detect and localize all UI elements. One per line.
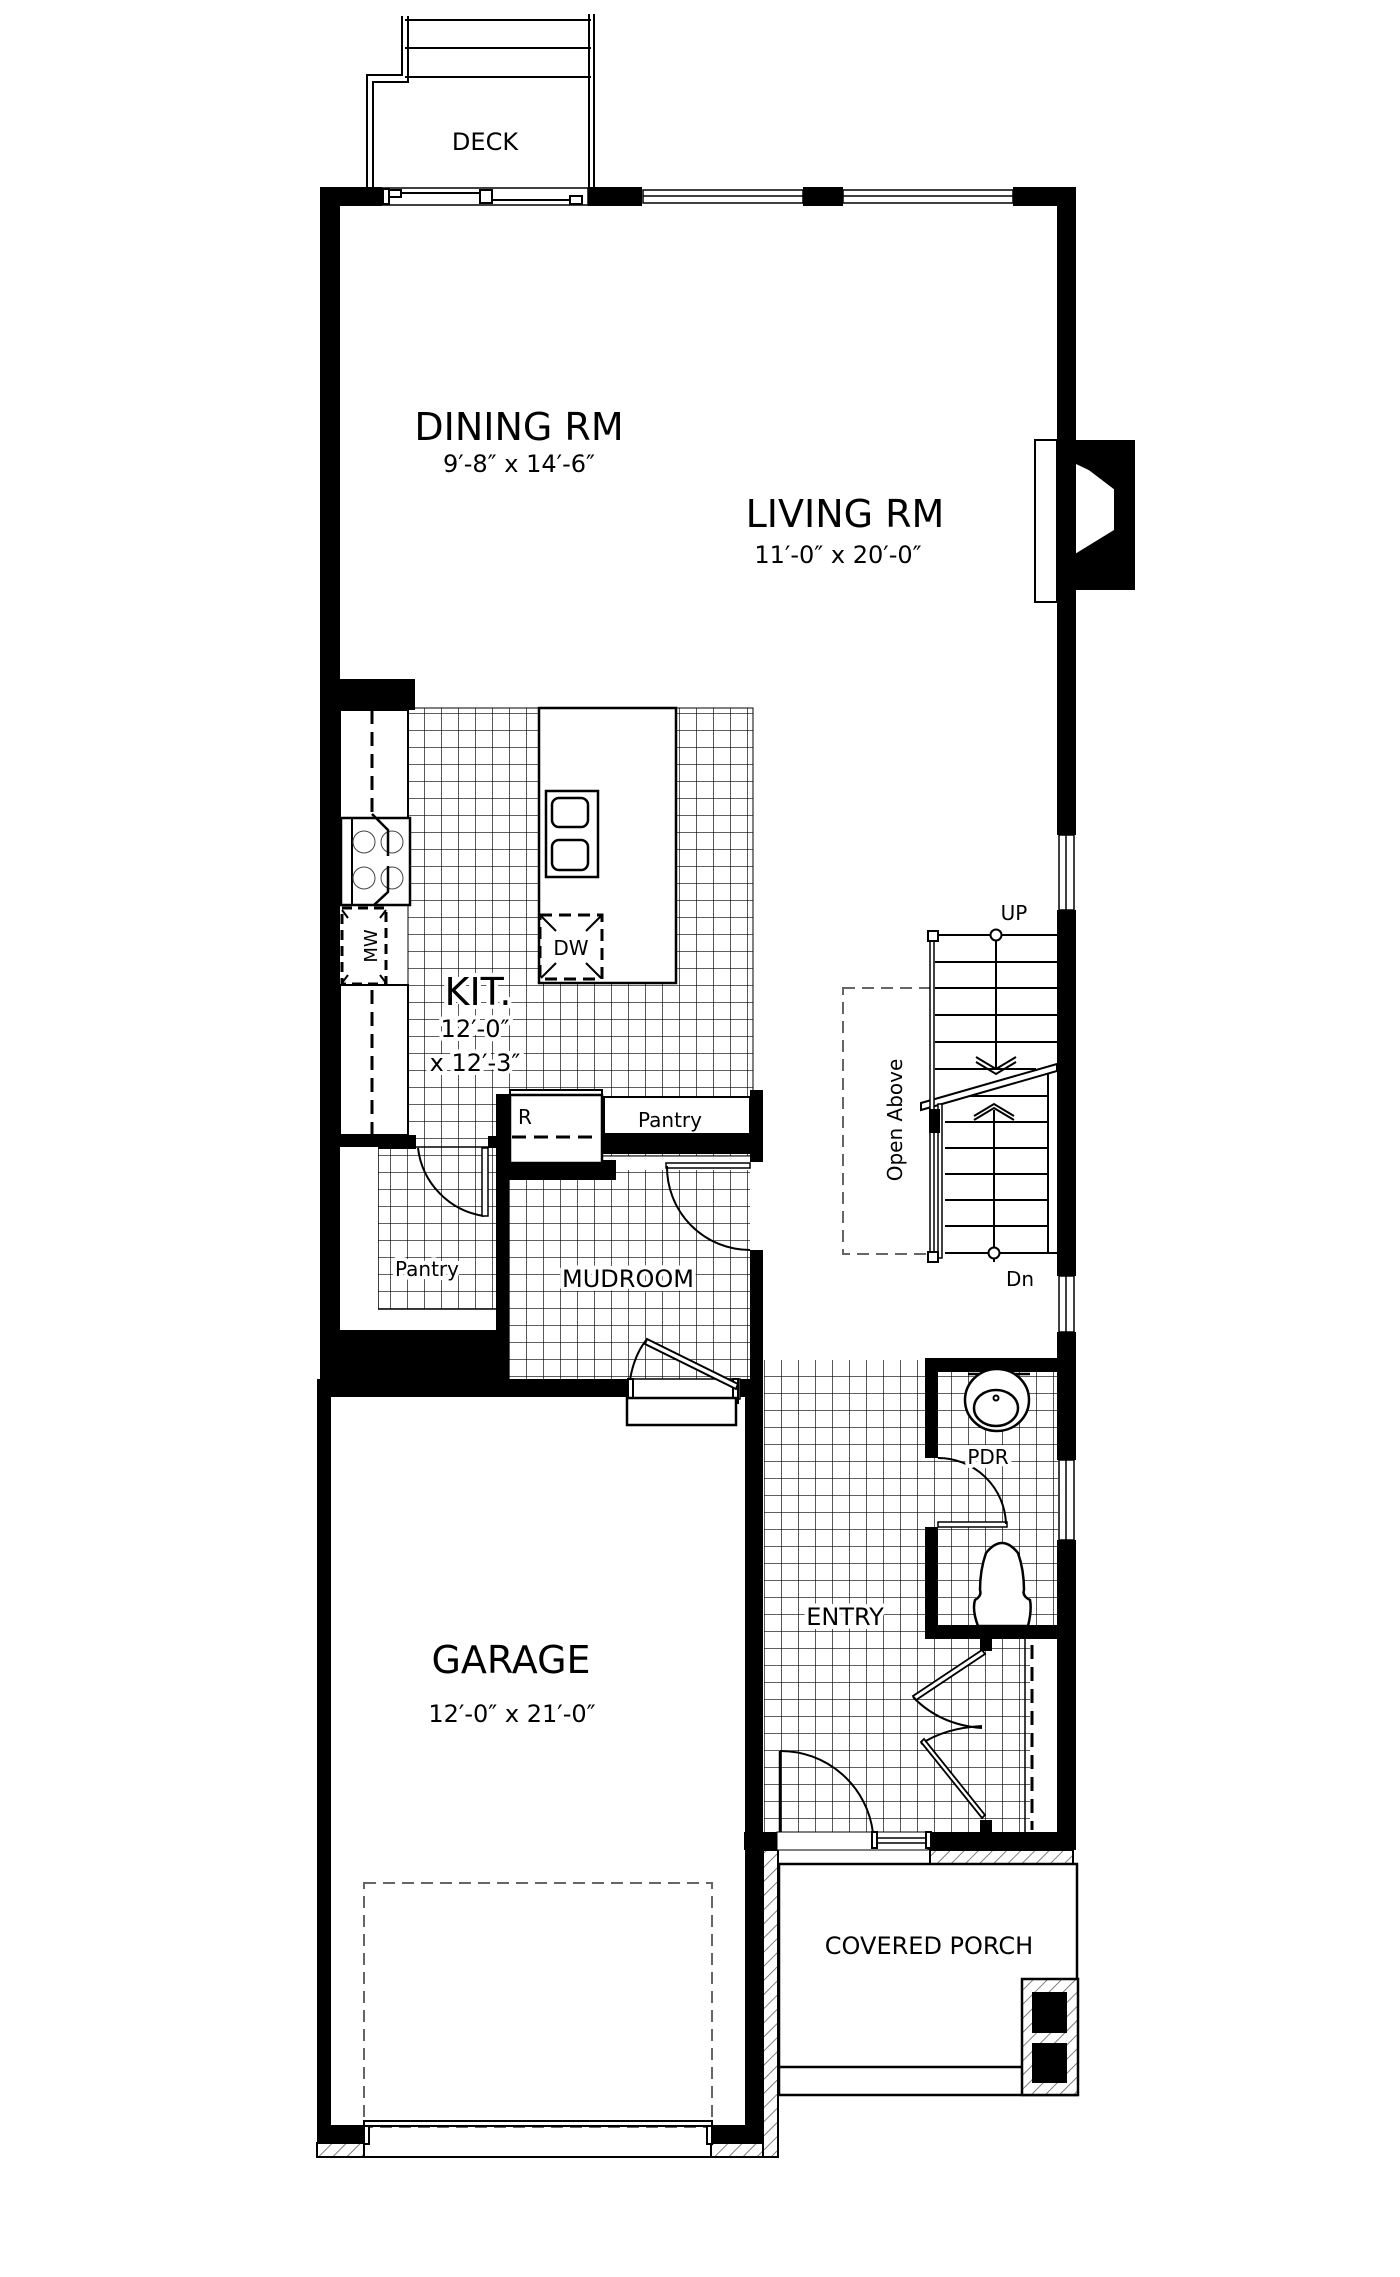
open-above-label: Open Above	[883, 1059, 907, 1182]
powder-room: PDR	[937, 1367, 1032, 1628]
dining-room-size: 9′-8″ x 14′-6″	[443, 450, 595, 478]
stairs-up-label: UP	[1001, 901, 1028, 925]
closet-bifold-door[interactable]	[911, 1648, 987, 1820]
mudroom-floor-tile	[509, 1170, 750, 1380]
pantry-upper: Pantry	[603, 1096, 751, 1135]
staircase[interactable]: UP Dn Open Above	[842, 901, 1058, 1291]
garage-door-to-mudroom[interactable]	[625, 1337, 741, 1427]
porch-column	[1020, 1977, 1080, 2097]
pantry-door[interactable]	[417, 1147, 489, 1217]
powder-room-door[interactable]	[937, 1457, 1008, 1528]
porch-label: COVERED PORCH	[825, 1932, 1033, 1960]
garage-overhead-door[interactable]	[363, 1882, 713, 2145]
mudroom-door[interactable]	[665, 1162, 751, 1251]
stairs-down-label: Dn	[1006, 1267, 1034, 1291]
refrigerator: R	[508, 1089, 604, 1165]
living-room-size: 11′-0″ x 20′-0″	[754, 541, 921, 569]
covered-porch	[777, 1862, 1080, 2097]
mudroom-label: MUDROOM	[562, 1265, 694, 1293]
entry-label: ENTRY	[806, 1603, 884, 1631]
sink-icon	[544, 789, 600, 879]
garage-size: 12′-0″ x 21′-0″	[428, 1700, 595, 1728]
deck-label: DECK	[452, 128, 519, 156]
front-entry-door[interactable]	[776, 1749, 932, 1851]
windows	[642, 189, 1075, 1541]
kitchen-size-width: 12′-0″	[441, 1015, 510, 1043]
pantry-lower-closet	[340, 1147, 378, 1332]
kitchen-cabinets	[339, 709, 409, 1136]
deck	[366, 14, 595, 192]
pantry-upper-label: Pantry	[638, 1108, 702, 1132]
kitchen-island: DW	[537, 706, 678, 985]
pantry-lower-label: Pantry	[395, 1257, 459, 1281]
kitchen-label: KIT.	[445, 970, 512, 1014]
garage-label: GARAGE	[431, 1638, 590, 1682]
fridge-label: R	[518, 1105, 532, 1129]
dishwasher: DW	[538, 913, 604, 981]
coat-closet	[911, 1639, 1057, 1832]
pantry-floor-tile	[377, 1146, 499, 1310]
kitchen-size-depth: x 12′-3″	[430, 1049, 521, 1077]
walls	[316, 187, 1135, 2158]
powder-room-label: PDR	[967, 1445, 1008, 1469]
microwave-label: MW	[361, 929, 382, 963]
toilet-icon	[972, 1541, 1032, 1628]
dining-room-label: DINING RM	[414, 405, 623, 449]
living-room-label: LIVING RM	[746, 492, 945, 536]
dishwasher-label: DW	[553, 936, 588, 960]
sink-icon	[963, 1367, 1031, 1433]
range	[339, 813, 412, 907]
microwave: MW	[340, 906, 388, 986]
patio-sliding-door[interactable]	[381, 187, 589, 206]
